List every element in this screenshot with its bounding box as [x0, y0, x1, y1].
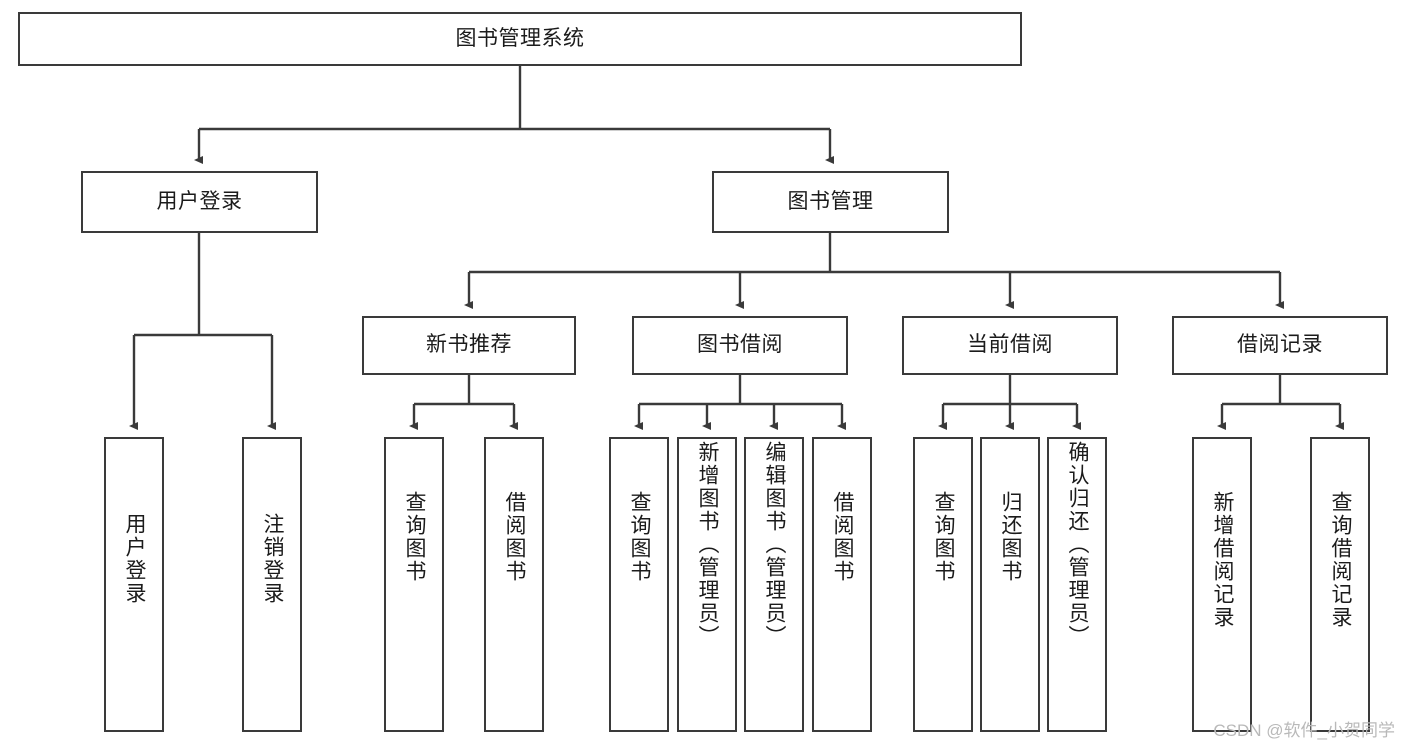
leaf-return-book[interactable]: 归还图书	[980, 437, 1040, 732]
node-new-book-recommend[interactable]: 新书推荐	[362, 316, 576, 375]
leaf-confirm-return-admin[interactable]: 确认归还（管理员）	[1047, 437, 1107, 732]
node-label: 查询图书	[628, 491, 652, 583]
node-label: 新增借阅记录	[1211, 491, 1235, 629]
node-label: 查询图书	[932, 491, 956, 583]
node-label: 借阅图书	[503, 491, 527, 583]
node-label: 当前借阅	[967, 333, 1053, 357]
node-book-management[interactable]: 图书管理	[712, 171, 949, 233]
node-label: 借阅图书	[831, 491, 855, 583]
watermark: CSDN @软件_小贺同学	[1213, 721, 1395, 740]
leaf-user-login[interactable]: 用户登录	[104, 437, 164, 732]
node-label: 用户登录	[156, 189, 243, 213]
node-label: 查询图书	[403, 491, 427, 583]
leaf-borrow-book-recommend[interactable]: 借阅图书	[484, 437, 544, 732]
node-label: 图书借阅	[697, 333, 783, 357]
node-label: 注销登录	[261, 513, 285, 605]
leaf-add-borrow-record[interactable]: 新增借阅记录	[1192, 437, 1252, 732]
node-label: 借阅记录	[1237, 333, 1323, 357]
node-user-login[interactable]: 用户登录	[81, 171, 318, 233]
node-label: 新书推荐	[426, 333, 512, 357]
node-current-borrow[interactable]: 当前借阅	[902, 316, 1118, 375]
node-label: 确认归还（管理员）	[1066, 441, 1090, 648]
leaf-query-book-borrow[interactable]: 查询图书	[609, 437, 669, 732]
node-label: 归还图书	[999, 491, 1023, 583]
leaf-query-book-current[interactable]: 查询图书	[913, 437, 973, 732]
node-root-system[interactable]: 图书管理系统	[18, 12, 1022, 66]
leaf-borrow-book[interactable]: 借阅图书	[812, 437, 872, 732]
leaf-edit-book-admin[interactable]: 编辑图书（管理员）	[744, 437, 804, 732]
node-borrow-record[interactable]: 借阅记录	[1172, 316, 1388, 375]
node-label: 编辑图书（管理员）	[763, 441, 787, 648]
leaf-query-book-recommend[interactable]: 查询图书	[384, 437, 444, 732]
leaf-logout[interactable]: 注销登录	[242, 437, 302, 732]
node-label: 图书管理系统	[455, 26, 585, 50]
leaf-query-borrow-record[interactable]: 查询借阅记录	[1310, 437, 1370, 732]
node-label: 用户登录	[123, 513, 147, 605]
node-label: 图书管理	[787, 189, 874, 213]
leaf-add-book-admin[interactable]: 新增图书（管理员）	[677, 437, 737, 732]
node-book-borrow[interactable]: 图书借阅	[632, 316, 848, 375]
node-label: 新增图书（管理员）	[696, 441, 720, 648]
node-label: 查询借阅记录	[1329, 491, 1353, 629]
